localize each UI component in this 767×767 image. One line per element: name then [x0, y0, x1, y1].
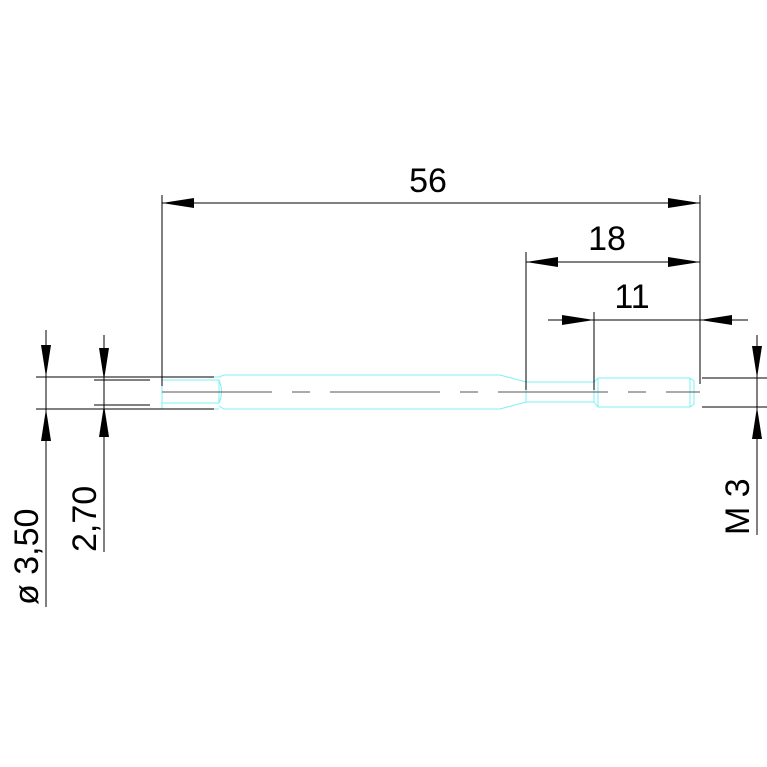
dimension-diameter-350: ø 3,50 [8, 330, 214, 607]
dim-diameter-270-label: 2,70 [66, 486, 104, 552]
dim-56-label: 56 [409, 162, 447, 200]
dimension-diameter-270: 2,70 [66, 335, 150, 552]
dimension-11: 11 [548, 278, 748, 390]
dim-11-label: 11 [614, 278, 649, 316]
dimension-thread-m3: M 3 [702, 335, 767, 535]
dimension-18: 18 [525, 220, 700, 390]
dim-thread-m3-label: M 3 [719, 478, 757, 535]
dim-diameter-350-label: ø 3,50 [8, 509, 46, 605]
dimension-56: 56 [161, 162, 701, 386]
dim-18-label: 18 [588, 220, 626, 258]
